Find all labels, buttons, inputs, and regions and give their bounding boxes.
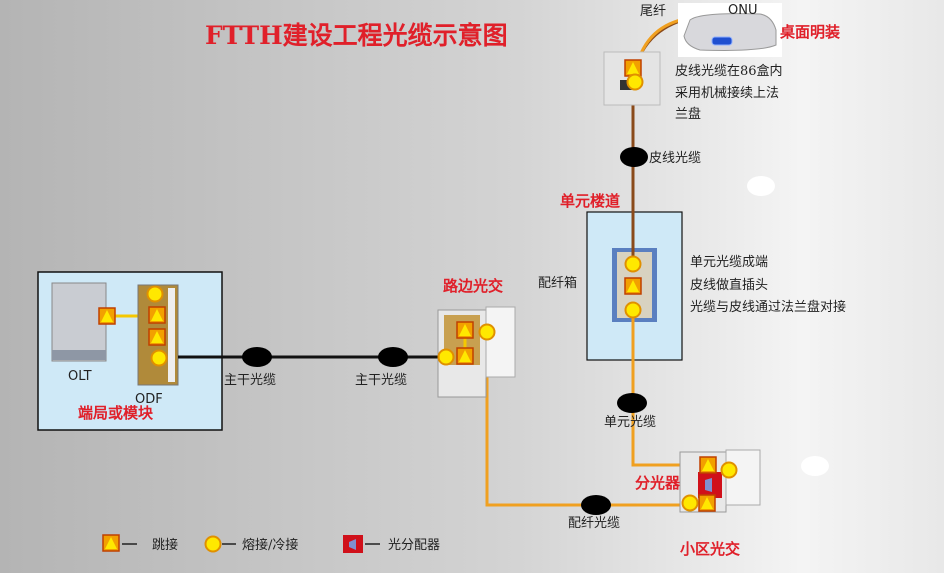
patch-icon <box>624 277 642 295</box>
patch-icon <box>456 347 474 365</box>
community-label: 小区光交 <box>680 540 740 558</box>
patch-icon <box>148 306 166 324</box>
drop-cable-label: 皮线光缆 <box>649 150 701 166</box>
legend-patch: 跳接 <box>152 537 178 553</box>
stairwell-label: 单元楼道 <box>560 192 620 210</box>
patch-icon <box>699 456 717 474</box>
roadside-cabinet: 路边光交 <box>437 277 516 398</box>
distribution-cable <box>485 340 700 507</box>
splitter-label: 分光器 <box>635 474 681 492</box>
drop-note-3: 兰盘 <box>675 106 701 122</box>
splice-icon <box>150 349 168 367</box>
decorative-dot <box>747 176 775 196</box>
distribution-cable-label: 配纤光缆 <box>568 515 620 531</box>
cable-marker <box>617 393 647 413</box>
legend-splice: 熔接/冷接 <box>242 537 298 553</box>
olt-label: OLT <box>68 369 92 384</box>
unit-cable <box>631 312 700 467</box>
onu-device <box>683 13 777 51</box>
splice-icon <box>624 301 642 319</box>
distribution-box-label: 配纤箱 <box>538 275 577 291</box>
central-office-label: 端局或模块 <box>78 404 154 422</box>
legend: 跳接 熔接/冷接 光分配器 <box>102 534 440 553</box>
onu-label: ONU <box>728 3 757 18</box>
patch-icon <box>624 59 642 77</box>
olt-device <box>51 282 107 362</box>
page-title: FTTH建设工程光缆示意图 <box>205 21 508 50</box>
splice-icon <box>146 285 164 303</box>
drop-note-1: 皮线光缆在86盒内 <box>675 63 783 79</box>
legend-splitter: 光分配器 <box>388 538 440 553</box>
trunk-cable-label-1: 主干光缆 <box>224 372 276 388</box>
pigtail-label: 尾纤 <box>640 4 666 19</box>
cable-marker <box>620 147 648 167</box>
splice-icon <box>437 348 455 366</box>
stairwell-note-1: 单元光缆成端 <box>690 254 768 270</box>
patch-icon <box>98 307 116 325</box>
patch-icon <box>456 321 474 339</box>
stairwell-note-3: 光缆与皮线通过法兰盘对接 <box>690 299 846 315</box>
drop-note-2: 采用机械接续上法 <box>675 85 779 101</box>
roadside-label: 路边光交 <box>443 277 503 295</box>
decorative-dot <box>801 456 829 476</box>
cable-marker <box>242 347 272 367</box>
trunk-cable-label-2: 主干光缆 <box>355 372 407 388</box>
unit-cable-label: 单元光缆 <box>604 414 656 430</box>
cable-marker <box>581 495 611 515</box>
splice-icon <box>681 494 699 512</box>
stairwell-note-2: 皮线做直插头 <box>690 278 768 293</box>
patch-icon <box>148 328 166 346</box>
patch-icon <box>102 534 120 552</box>
splice-icon <box>720 461 738 479</box>
splice-icon <box>478 323 496 341</box>
cable-marker <box>378 347 408 367</box>
patch-icon <box>698 494 716 512</box>
central-office-box: OLT ODF 端局或模块 <box>37 271 223 431</box>
splice-icon <box>626 73 644 91</box>
install-label: 桌面明装 <box>779 23 841 41</box>
odf-label: ODF <box>135 392 163 407</box>
splice-icon <box>624 255 642 273</box>
splice-icon <box>204 535 222 553</box>
community-cabinet <box>679 449 761 513</box>
